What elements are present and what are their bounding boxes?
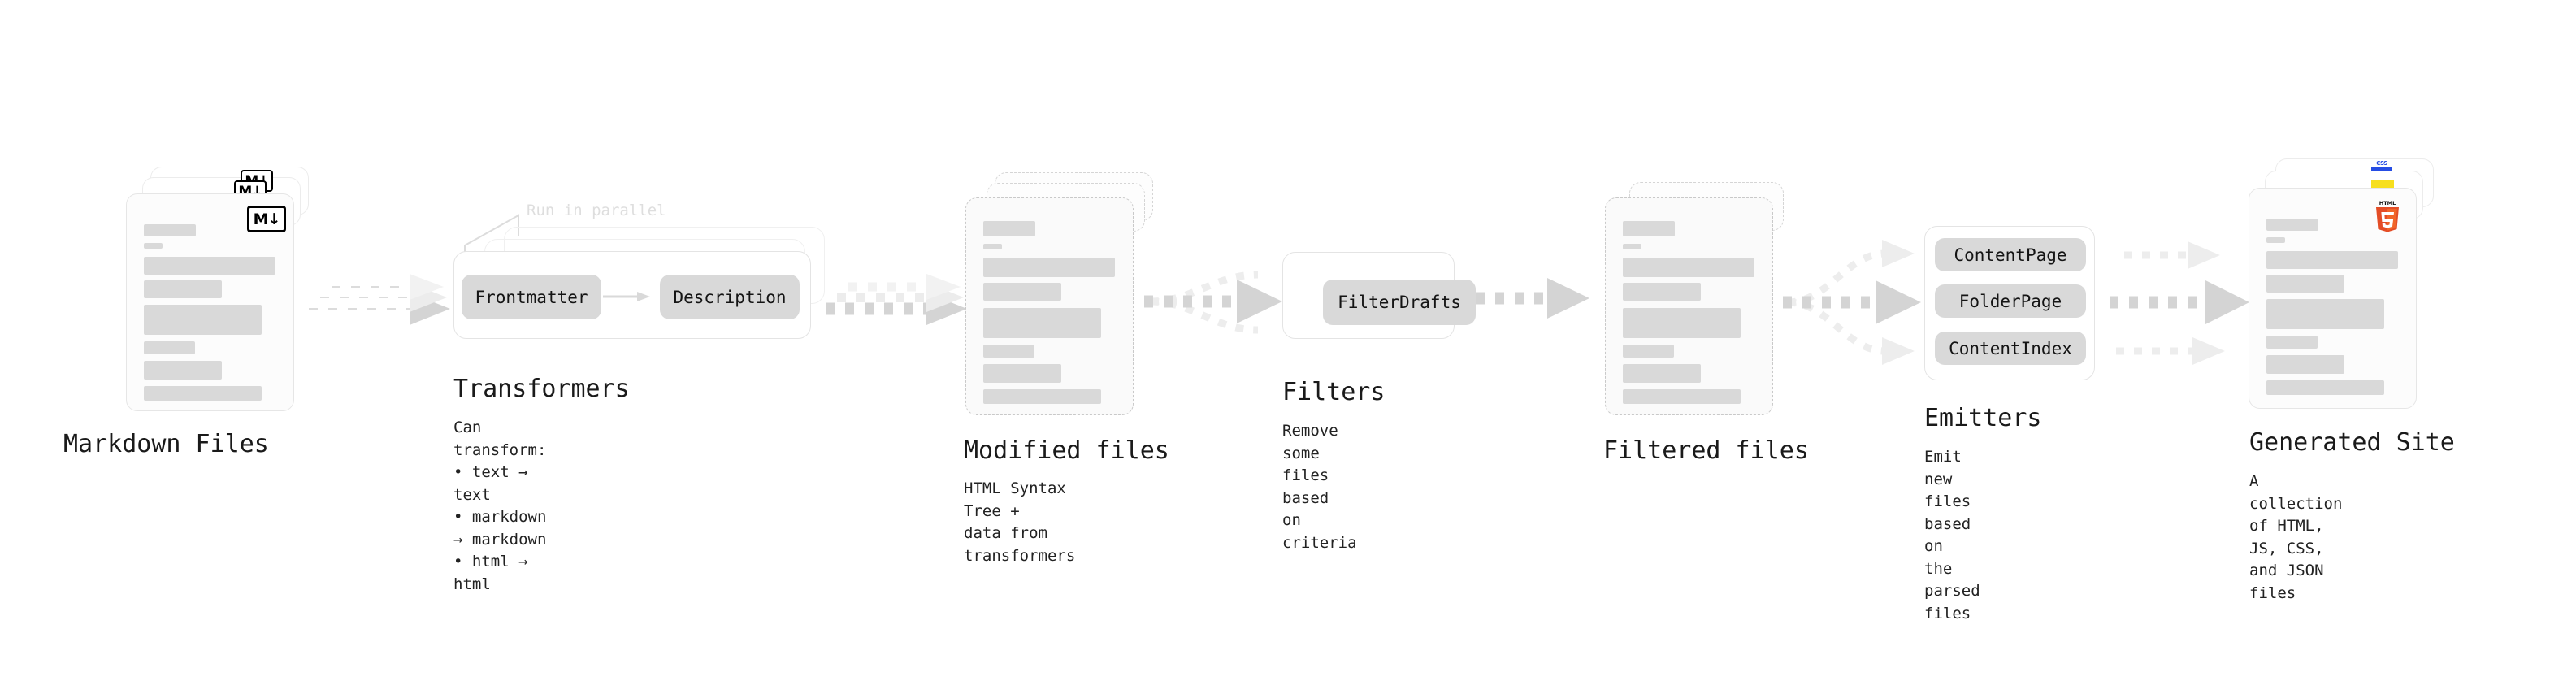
skeleton-line (983, 308, 1101, 338)
skeleton-line (144, 305, 262, 335)
skeleton-line (983, 345, 1034, 358)
skeleton-line (1623, 308, 1741, 338)
skeleton-line (144, 341, 195, 354)
skeleton-line (2266, 299, 2384, 329)
skeleton-line (1623, 283, 1701, 301)
skeleton-line (1623, 221, 1675, 236)
connector-transformers-to-modified (826, 274, 967, 325)
filters-chip-filterdrafts[interactable]: FilterDrafts (1323, 280, 1476, 325)
skeleton-line (1623, 364, 1701, 383)
connector-modified-to-filters (1144, 271, 1282, 334)
skeleton-line (983, 283, 1061, 301)
svg-text:HTML: HTML (2379, 200, 2396, 206)
filters-subtitle: Remove some files based on criteria (1282, 422, 1357, 552)
connector-filters-to-filtered (1476, 278, 1589, 319)
skeleton-line (144, 280, 222, 298)
transformer-chip-frontmatter[interactable]: Frontmatter (462, 275, 601, 319)
skeleton-line (983, 221, 1035, 236)
emitters-chip-contentindex[interactable]: ContentIndex (1935, 332, 2086, 365)
transformer-inner-arrow (603, 292, 650, 301)
skeleton-line (983, 364, 1061, 383)
markdown-file-card: M↓ (126, 193, 294, 411)
skeleton-line (983, 258, 1115, 277)
skeleton-line (144, 386, 262, 401)
css-badge-bar (2371, 167, 2392, 171)
skeleton-line (2266, 380, 2384, 395)
filtered-files-title: Filtered files (1603, 436, 1809, 465)
skeleton-line (2266, 237, 2285, 243)
skeleton-line (2266, 275, 2344, 293)
skeleton-line (1623, 389, 1741, 404)
skeleton-line (1623, 258, 1754, 277)
emitters-title: Emitters (1924, 404, 2042, 432)
modified-files-subtitle: HTML Syntax Tree + data from transformer… (964, 479, 1076, 565)
transformer-chip-description[interactable]: Description (660, 275, 800, 319)
connector-emitters-to-site (2110, 241, 2249, 365)
css-badge-label: CSS (2376, 160, 2387, 167)
skeleton-line (1623, 345, 1674, 358)
emitters-chip-contentpage[interactable]: ContentPage (1935, 238, 2086, 271)
emitters-subtitle: Emit new files based on the parsed files (1924, 448, 1980, 622)
transformers-title: Transformers (453, 375, 630, 403)
css-badge: CSS (2369, 161, 2395, 174)
generated-site-subtitle: A collection of HTML, JS, CSS, and JSON … (2249, 472, 2343, 602)
skeleton-line (2266, 336, 2318, 349)
markdown-files-title: Markdown Files (63, 430, 269, 458)
emitters-chip-folderpage[interactable]: FolderPage (1935, 284, 2086, 318)
skeleton-line (1623, 244, 1641, 249)
skeleton-line (144, 224, 196, 236)
skeleton-line (983, 244, 1002, 249)
modified-file-card (965, 197, 1134, 415)
skeleton-line (2266, 355, 2344, 374)
generated-site-title: Generated Site (2249, 428, 2455, 457)
skeleton-line (144, 361, 222, 380)
generated-site-card: HTML (2249, 188, 2417, 409)
filters-title: Filters (1282, 378, 1386, 406)
filtered-file-card (1605, 197, 1773, 415)
modified-files-title: Modified files (964, 436, 1169, 465)
skeleton-line (2266, 219, 2318, 231)
skeleton-line (2266, 251, 2398, 269)
run-in-parallel-label: Run in parallel (527, 202, 666, 219)
skeleton-line (144, 243, 163, 249)
markdown-badge: M↓ (247, 206, 286, 232)
skeleton-line (144, 257, 275, 275)
transformers-subtitle: Can transform: • text → text • markdown … (453, 419, 547, 593)
connector-md-to-transformers (309, 274, 450, 325)
html5-icon: HTML (2376, 200, 2399, 232)
connector-filtered-to-emitters (1783, 240, 1921, 365)
skeleton-line (983, 389, 1101, 404)
